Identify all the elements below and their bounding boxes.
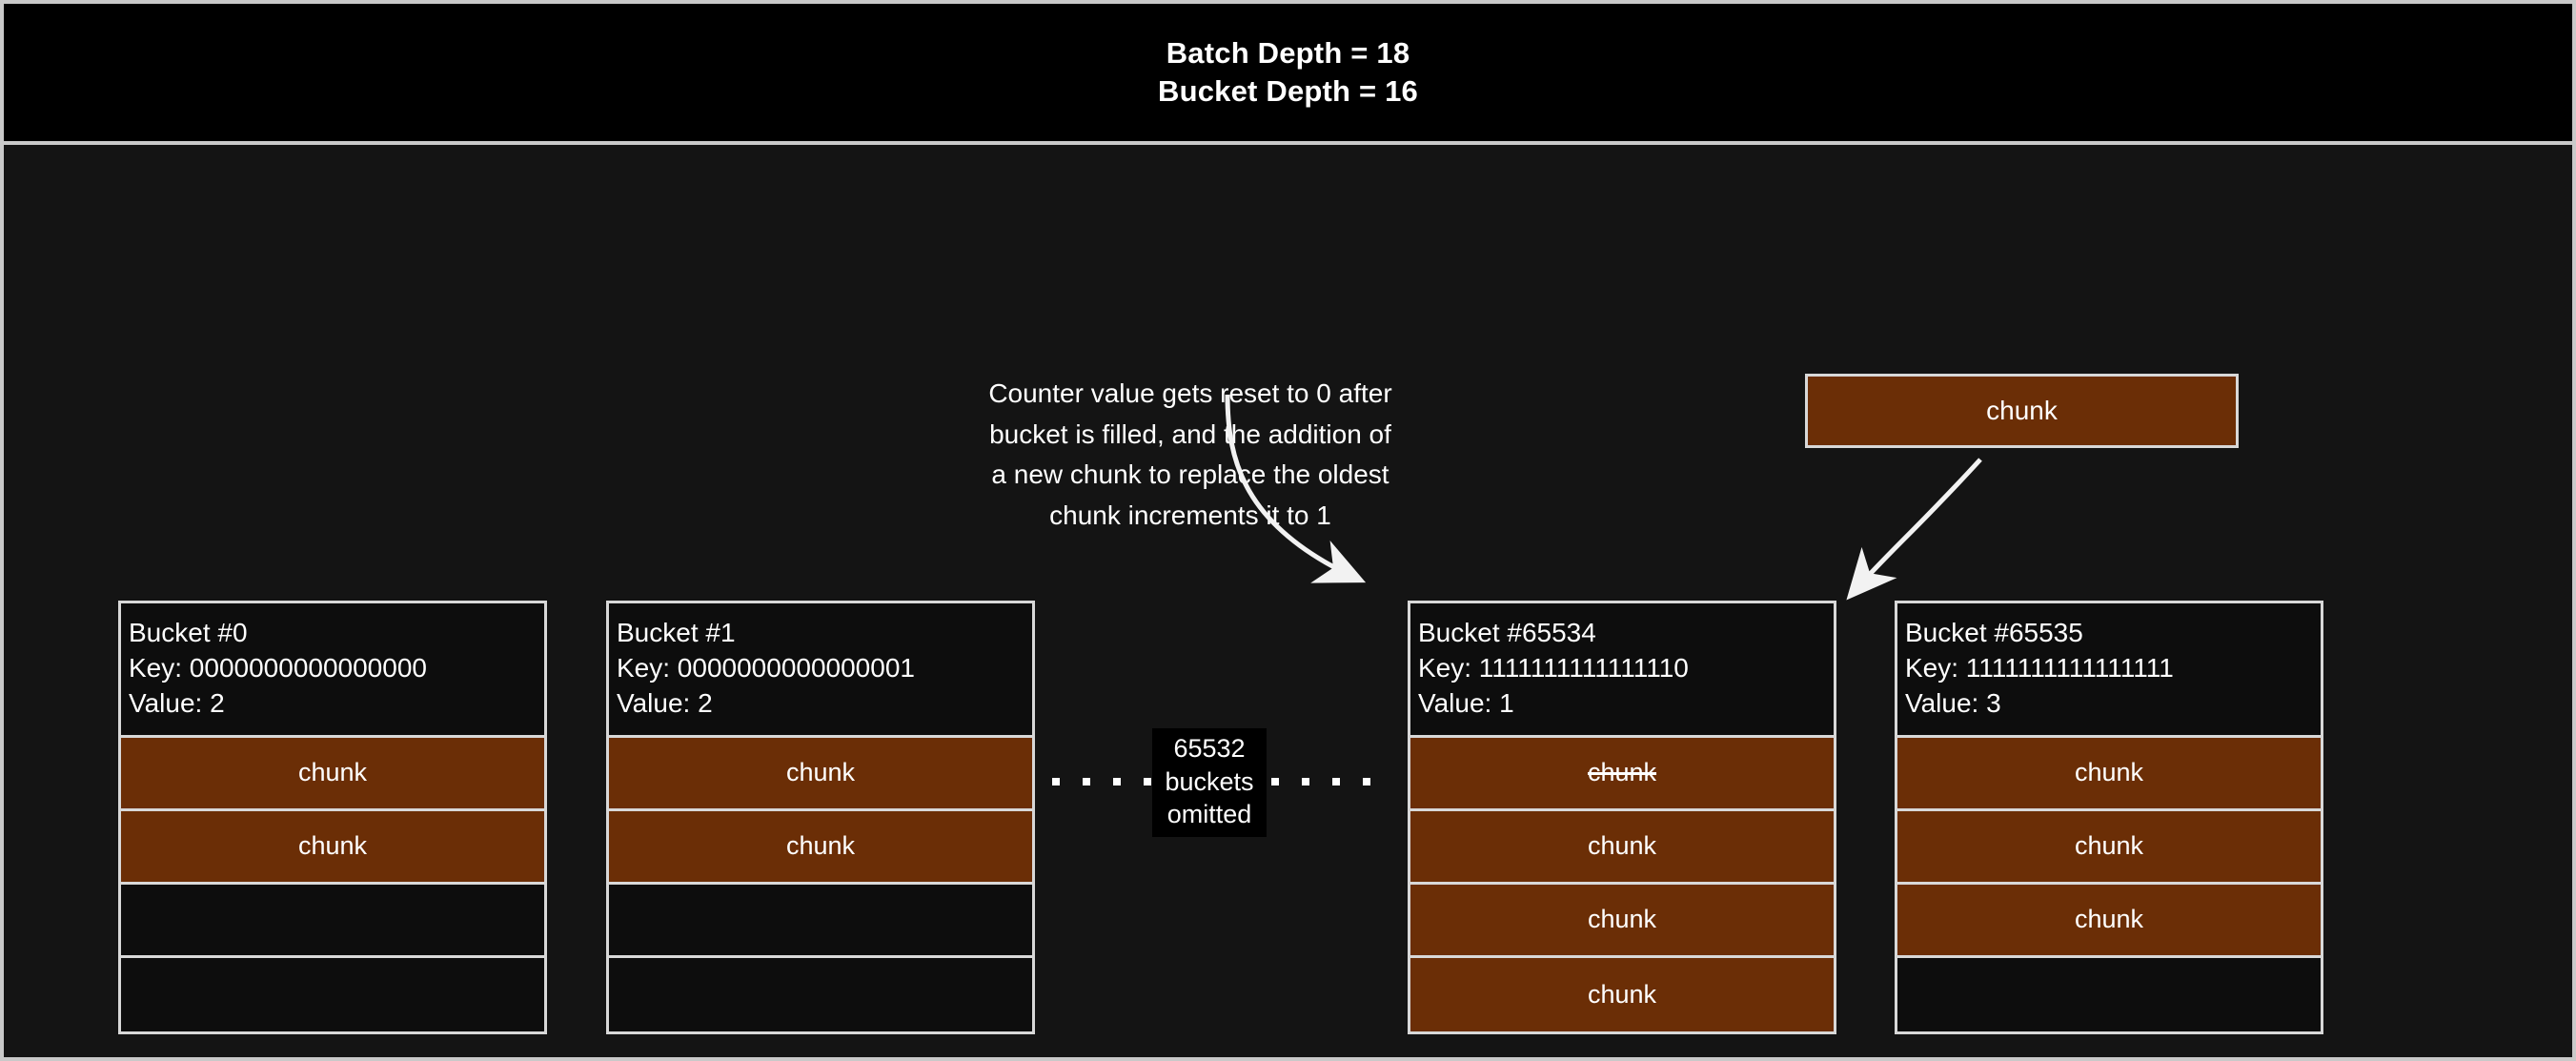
incoming-chunk-label: chunk <box>1986 396 2058 425</box>
omitted-word-omitted: omitted <box>1166 800 1252 829</box>
annotation-line-2: bucket is filled, and the addition of <box>989 418 1391 449</box>
bucket-title: Bucket #1 <box>617 618 736 647</box>
dot <box>1052 778 1060 786</box>
chunk-label: chunk <box>2074 905 2144 934</box>
bucket-value: Value: 2 <box>129 688 225 719</box>
chunk-slot-filled: chunk <box>609 810 1032 885</box>
annotation-line-3: a new chunk to replace the oldest <box>991 459 1389 490</box>
annotation-line-1: Counter value gets reset to 0 after <box>988 378 1392 408</box>
chunk-slot-filled: chunk <box>1897 810 2321 885</box>
dot <box>1271 778 1279 786</box>
diagram-header: Batch Depth = 18 Bucket Depth = 16 <box>4 4 2572 145</box>
omitted-dots-right <box>1271 778 1370 786</box>
bucket-value: Value: 1 <box>1418 688 1514 719</box>
bucket-value: Value: 3 <box>1905 688 2001 719</box>
bucket-depth-label: Bucket Depth = 16 <box>1157 74 1418 108</box>
chunk-slot-filled: chunk <box>1897 737 2321 811</box>
bucket-title: Bucket #65535 <box>1905 618 2083 647</box>
chunk-label: chunk <box>1587 831 1657 861</box>
chunk-slot-filled: chunk <box>1410 884 1834 958</box>
bucket-title: Bucket #0 <box>129 618 248 647</box>
chunk-slot-filled: chunk <box>1897 884 2321 958</box>
omitted-buckets-label: 65532 buckets omitted <box>1152 728 1267 837</box>
chunk-label: chunk <box>297 831 368 861</box>
chunk-slot-filled: chunk <box>1410 957 1834 1031</box>
bucket-key: Key: 0000000000000000 <box>129 653 427 684</box>
batch-depth-label: Batch Depth = 18 <box>1166 36 1410 71</box>
bucket-key: Key: 1111111111111111 <box>1905 653 2174 684</box>
chunk-label: chunk <box>1587 905 1657 934</box>
dot <box>1083 778 1090 786</box>
counter-annotation: Counter value gets reset to 0 after buck… <box>914 374 1467 536</box>
chunk-slot-filled: chunk <box>609 737 1032 811</box>
chunk-slot-filled: chunk <box>1410 810 1834 885</box>
annotation-line-4: chunk increments it to 1 <box>1049 500 1331 530</box>
incoming-chunk-box: chunk <box>1805 374 2239 448</box>
diagram-stage: Counter value gets reset to 0 after buck… <box>4 145 2572 1057</box>
bucket-key: Key: 1111111111111110 <box>1418 653 1689 684</box>
chunk-slot-filled: chunk <box>121 810 544 885</box>
incoming-chunk-arrow <box>1846 458 1982 601</box>
dot <box>1363 778 1370 786</box>
chunk-slot-empty <box>1897 957 2321 1031</box>
dot <box>1332 778 1340 786</box>
bucket-value: Value: 2 <box>617 688 713 719</box>
chunk-slot-empty <box>609 957 1032 1031</box>
dot <box>1302 778 1309 786</box>
chunk-label: chunk <box>785 831 856 861</box>
chunk-label-deleted: chunk <box>1587 758 1657 787</box>
chunk-label: chunk <box>1587 979 1657 1009</box>
chunk-label: chunk <box>2074 758 2144 787</box>
chunk-slot-empty <box>121 957 544 1031</box>
bucket-title: Bucket #65534 <box>1418 618 1596 647</box>
chunk-slot-empty <box>121 884 544 958</box>
chunk-label: chunk <box>297 758 368 787</box>
omitted-word-buckets: buckets <box>1165 766 1254 796</box>
chunk-slot-empty <box>609 884 1032 958</box>
chunk-label: chunk <box>785 758 856 787</box>
chunk-slot-filled: chunk <box>1410 737 1834 811</box>
dot <box>1113 778 1121 786</box>
dot <box>1144 778 1151 786</box>
bucket-key: Key: 0000000000000001 <box>617 653 915 684</box>
chunk-label: chunk <box>2074 831 2144 861</box>
omitted-dots-left <box>1052 778 1151 786</box>
omitted-count: 65532 <box>1173 734 1246 763</box>
chunk-slot-filled: chunk <box>121 737 544 811</box>
